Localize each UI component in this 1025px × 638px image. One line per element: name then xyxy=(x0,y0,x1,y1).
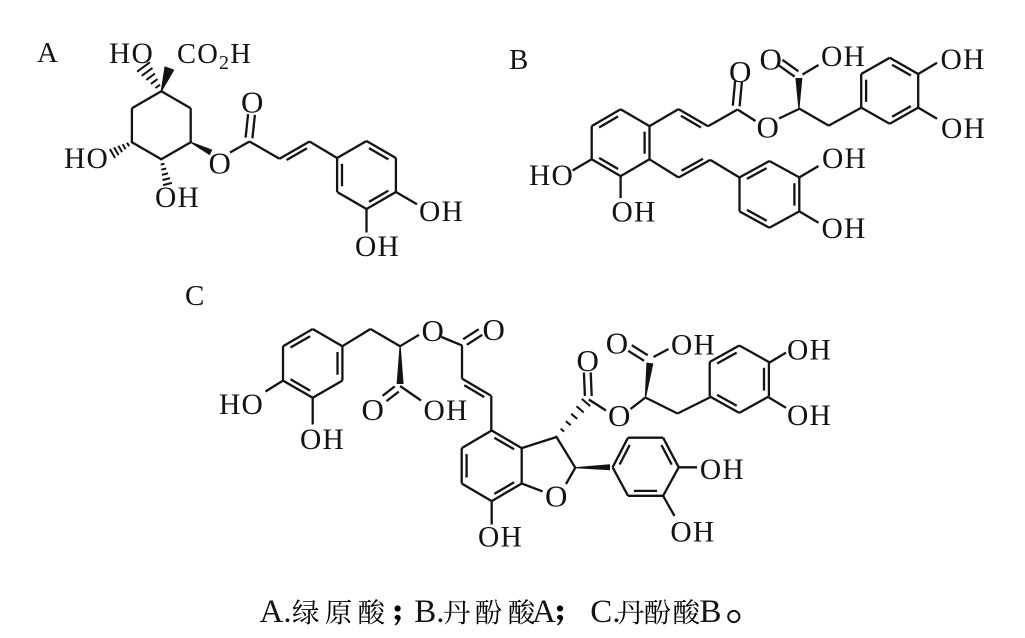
svg-text:OH: OH xyxy=(941,113,986,145)
svg-text:OH: OH xyxy=(155,182,200,214)
svg-text:HO: HO xyxy=(219,389,264,421)
svg-text:CO2H: CO2H xyxy=(177,39,252,74)
svg-text:OH: OH xyxy=(787,335,832,367)
svg-text:O: O xyxy=(545,479,569,514)
svg-text:OH: OH xyxy=(478,522,523,554)
svg-text:B.: B. xyxy=(414,594,444,630)
svg-text:A: A xyxy=(532,594,556,630)
svg-text:HO: HO xyxy=(64,143,109,175)
svg-text:C: C xyxy=(185,280,206,312)
svg-text:OH: OH xyxy=(424,395,469,427)
svg-text:O: O xyxy=(483,312,507,347)
svg-text:OH: OH xyxy=(355,231,400,263)
svg-text:HO: HO xyxy=(109,38,154,70)
svg-text:OH: OH xyxy=(821,41,866,73)
svg-text:HO: HO xyxy=(529,160,574,192)
svg-text:O: O xyxy=(606,326,630,361)
svg-text:O: O xyxy=(608,398,632,433)
svg-text:OH: OH xyxy=(941,44,986,76)
svg-text:OH: OH xyxy=(822,143,867,175)
svg-text:OH: OH xyxy=(670,517,715,549)
svg-text:OH: OH xyxy=(300,424,345,456)
svg-text:A.: A. xyxy=(260,594,292,630)
svg-text:OH: OH xyxy=(419,196,464,228)
svg-text:OH: OH xyxy=(700,454,745,486)
svg-text:C.: C. xyxy=(590,594,620,630)
svg-text:O: O xyxy=(577,343,601,378)
svg-text:B: B xyxy=(509,44,530,76)
svg-text:OH: OH xyxy=(787,400,832,432)
svg-text:OH: OH xyxy=(671,330,716,362)
svg-text:O: O xyxy=(422,313,446,348)
svg-text:O: O xyxy=(209,146,233,181)
svg-text:OH: OH xyxy=(612,197,657,229)
svg-text:O: O xyxy=(757,110,781,145)
svg-text:O: O xyxy=(729,54,753,89)
svg-text:O: O xyxy=(241,85,265,120)
svg-text:A: A xyxy=(37,37,59,69)
svg-text:B: B xyxy=(700,594,722,630)
svg-text:O: O xyxy=(362,392,386,427)
svg-text:O: O xyxy=(760,42,784,77)
svg-text:OH: OH xyxy=(822,213,867,245)
